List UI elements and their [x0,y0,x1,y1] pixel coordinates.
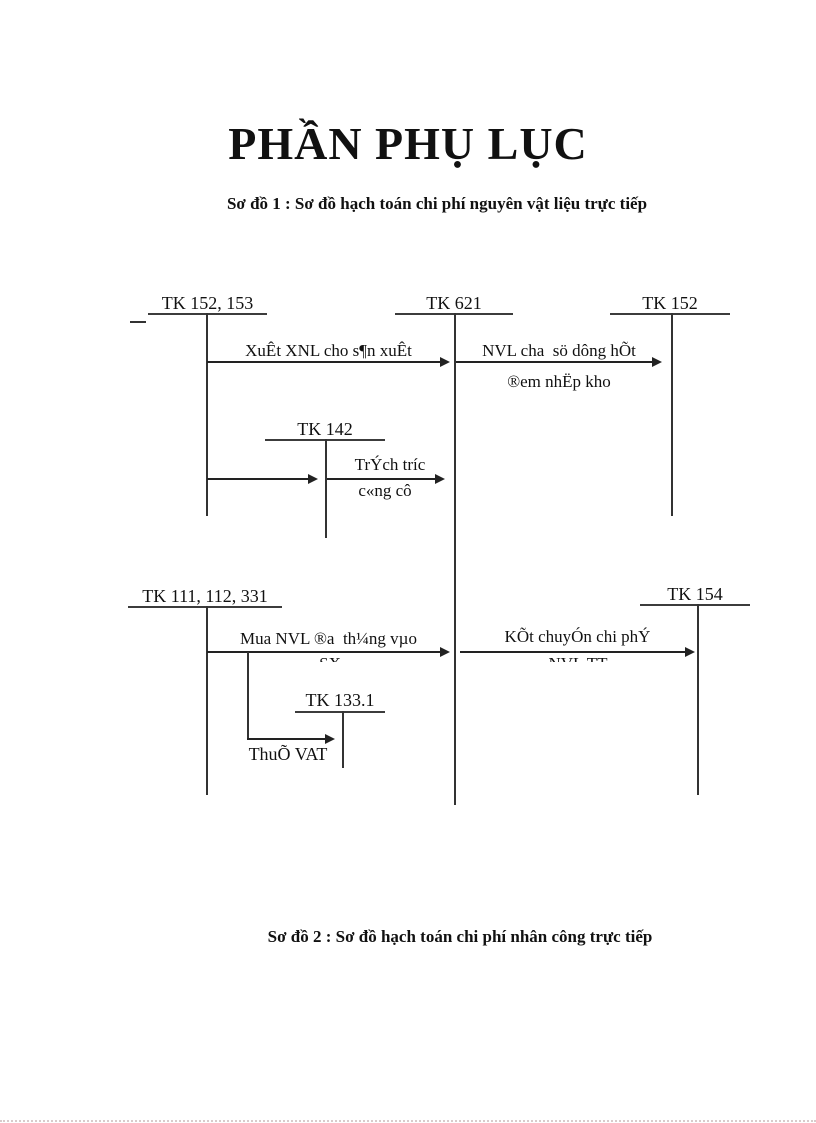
arrow-xuat-xnl [207,357,450,367]
vat-branch-line [247,652,249,740]
tk152-stem-line [671,313,673,516]
flow-label-nvl-chua-line2: ®em nhËp kho [507,372,611,391]
tk152-153-stem-line [206,313,208,516]
flow-label-xuat-xnl: XuÊt XNL cho s¶n xuÊt [245,341,412,360]
arrow-trich-truoc [327,474,445,484]
arrowhead-icon [308,474,318,484]
page-bottom-dotted-rule [0,1120,816,1122]
arrow-mua-nvl [207,647,450,657]
tk111-112-331-stem-line [206,606,208,795]
account-label-tk154: TK 154 [667,584,723,604]
page-title: PHẦN PHỤ LỤC [228,118,588,169]
tk154-stem-line [697,604,699,795]
account-label-tk152: TK 152 [642,293,698,313]
account-label-tk111-112-331: TK 111, 112, 331 [142,586,268,606]
account-label-tk621: TK 621 [426,293,482,313]
arrow-vat-branch [247,734,335,744]
tk111-112-331-underline [128,606,282,608]
tk154-underline [640,604,750,606]
flow-label-trich-truoc-line1: TrÝch tríc [354,455,426,474]
diagram1-caption: Sơ đồ 1 : Sơ đồ hạch toán chi phí nguyên… [226,194,648,213]
arrowhead-icon [435,474,445,484]
tk152-underline [610,313,730,315]
arrowhead-icon [652,357,662,367]
flow-label-ket-chuyen-line2-clipped: NVL TT [518,654,638,662]
diagram2-caption: Sơ đồ 2 : Sơ đồ hạch toán chi phí nhân c… [267,927,653,946]
account-label-tk142: TK 142 [297,419,353,439]
account-label-tk152-153: TK 152, 153 [161,293,254,313]
arrow-nvl-chua [456,357,662,367]
left-dash-mark [130,321,146,323]
arrowhead-icon [325,734,335,744]
arrow-ket-chuyen [460,647,695,657]
tk621-stem-line [454,313,456,805]
tk133-1-stem-line [342,711,344,768]
flow-label-mua-nvl-line2-clipped: SX [280,654,380,662]
flow-label-ket-chuyen-line1: KÕt chuyÓn chi phÝ [504,627,651,646]
flow-label-thue-vat: ThuÕ VAT [248,744,328,764]
flow-label-mua-nvl-line1: Mua NVL ®a th¼ng vµo [240,629,417,648]
arrowhead-icon [440,357,450,367]
flow-label-trich-truoc-line2: c«ng cô [358,481,412,500]
flow-label-nvl-chua-line1: NVL cha sö dông hÕt [482,341,636,360]
arrowhead-icon [440,647,450,657]
tk133-1-underline [295,711,385,713]
account-label-tk133-1: TK 133.1 [305,690,375,710]
tk142-stem-line [325,439,327,538]
arrowhead-icon [685,647,695,657]
arrow-to-tk142 [207,474,318,484]
